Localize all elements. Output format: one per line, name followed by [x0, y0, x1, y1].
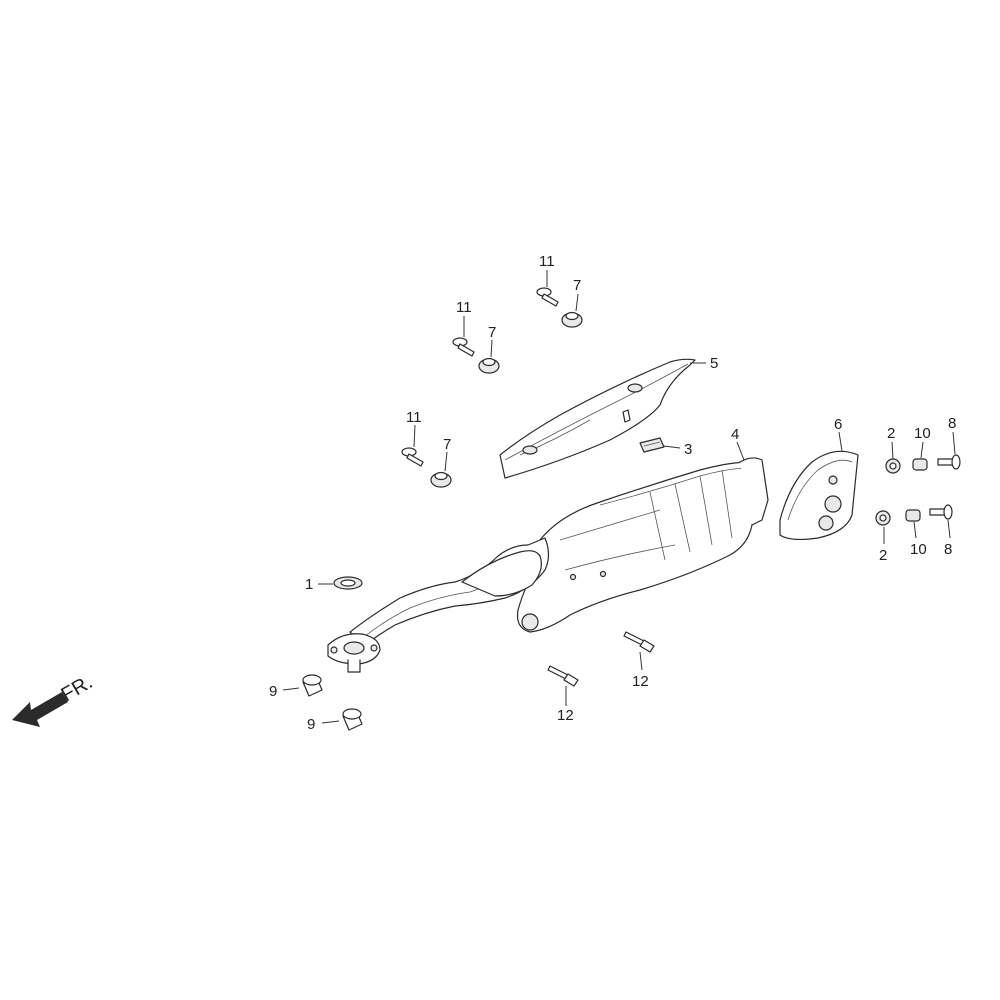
muffler-end-cap	[779, 450, 859, 541]
heat-shield-clip	[639, 437, 665, 453]
collar-2-upper	[885, 458, 901, 474]
upper-heat-shield	[499, 358, 696, 479]
callout-8-lower: 8	[944, 541, 952, 558]
callout-7-top: 7	[573, 277, 581, 294]
callout-7-middle: 7	[488, 324, 496, 341]
muffler-assembly	[516, 457, 769, 633]
callout-2-lower: 2	[879, 547, 887, 564]
bolt-12-right	[623, 631, 655, 653]
callout-8-upper: 8	[948, 415, 956, 432]
bolt-8-lower	[929, 504, 953, 520]
collar-2-lower	[875, 510, 891, 526]
grommet-7-lower	[430, 471, 452, 488]
spacer-10-lower	[905, 509, 921, 522]
front-direction-indicator: FR.	[12, 671, 96, 727]
callout-9-upper: 9	[269, 683, 277, 700]
bolt-11-top	[536, 287, 559, 307]
leader-lines	[282, 270, 956, 724]
grommet-7-middle	[478, 357, 500, 374]
exhaust-flange	[327, 633, 381, 673]
bolt-12-left	[547, 665, 579, 687]
callout-12-left: 12	[557, 707, 574, 724]
exhaust-gasket	[333, 576, 363, 590]
arrow-left-icon	[12, 692, 68, 727]
callout-10-upper: 10	[914, 425, 931, 442]
callout-10-lower: 10	[910, 541, 927, 558]
exhaust-header-pipe	[349, 537, 550, 646]
callout-11-middle: 11	[456, 299, 472, 316]
bolt-9-lower	[342, 708, 363, 731]
bolt-9-upper	[302, 674, 323, 697]
callout-1: 1	[305, 576, 313, 593]
callout-4: 4	[731, 426, 739, 443]
bolt-8-upper	[937, 454, 961, 470]
callout-11-lower: 11	[406, 409, 422, 426]
grommet-7-top	[561, 311, 583, 328]
spacer-10-upper	[912, 458, 928, 471]
callout-5: 5	[710, 355, 718, 372]
callout-7-lower: 7	[443, 436, 451, 453]
callout-9-lower: 9	[307, 716, 315, 733]
callout-labels: 11 7 11 7 11 7 5 3 4 6 2 10 8 2 10 8 1 9…	[269, 253, 956, 733]
bolt-11-middle	[452, 337, 475, 357]
bolt-11-lower	[401, 447, 424, 467]
callout-12-right: 12	[632, 673, 649, 690]
callout-11-top: 11	[539, 253, 555, 270]
callout-3: 3	[684, 441, 692, 458]
callout-2-upper: 2	[887, 425, 895, 442]
callout-6: 6	[834, 416, 842, 433]
